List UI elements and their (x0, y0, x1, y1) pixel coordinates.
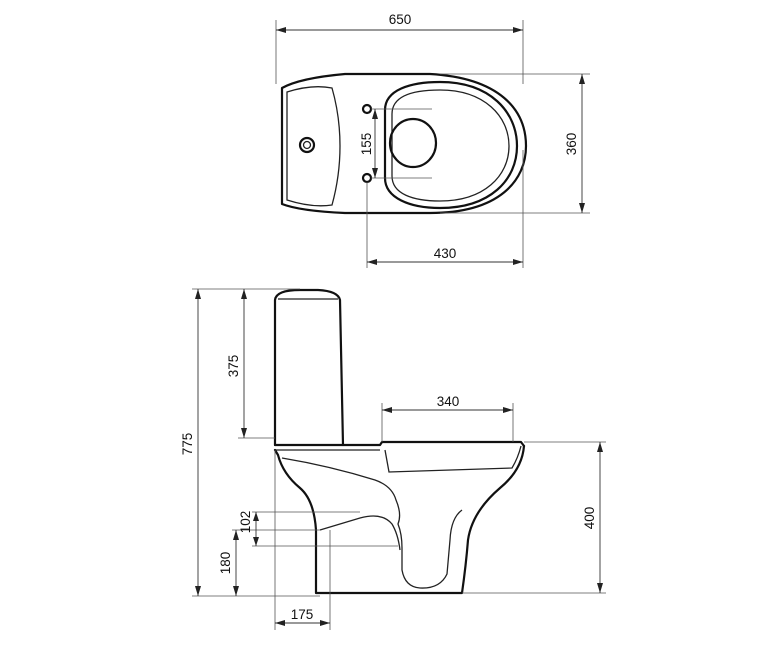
rim-top (273, 440, 526, 448)
dimension-102: 102 (238, 511, 259, 546)
dimension-175: 175 (274, 450, 331, 630)
bolt-hole-bottom (361, 172, 373, 184)
bowl-outer (273, 444, 526, 595)
side-view (232, 288, 526, 595)
dimension-650: 650 (275, 12, 524, 84)
dimension-180: 180 (218, 530, 239, 596)
bowl-opening (388, 117, 438, 169)
dimension-102-label: 102 (238, 511, 253, 534)
dimension-400-label: 400 (582, 507, 597, 530)
dimension-175-label: 175 (291, 607, 314, 622)
dimension-430: 430 (366, 150, 524, 268)
seat-inner-outline (391, 89, 510, 202)
dimension-375-label: 375 (226, 355, 241, 378)
flush-button-hole (298, 136, 316, 154)
dimension-155: 155 (359, 109, 378, 178)
dimension-360: 360 (440, 73, 590, 214)
dimension-155-label: 155 (359, 133, 374, 156)
trapway (281, 457, 463, 589)
dimension-775-label: 775 (180, 433, 195, 456)
tank-outline (273, 288, 345, 447)
seat-outline (383, 80, 519, 210)
bowl-inner-rim (384, 445, 522, 473)
tank-lid (286, 86, 341, 207)
dimension-180-label: 180 (218, 552, 233, 575)
flush-button-hole-inner (302, 140, 312, 150)
top-view-outline (280, 72, 528, 215)
dimension-775: 775 (180, 288, 320, 597)
top-view (280, 72, 528, 215)
dimension-340: 340 (381, 394, 514, 442)
dimension-360-label: 360 (564, 133, 579, 156)
dimension-430-label: 430 (434, 246, 457, 261)
dimension-650-label: 650 (389, 12, 412, 27)
dimension-340-label: 340 (437, 394, 460, 409)
bolt-hole-top (361, 103, 373, 115)
dimension-375: 375 (226, 289, 275, 439)
dimension-400: 400 (462, 441, 606, 594)
